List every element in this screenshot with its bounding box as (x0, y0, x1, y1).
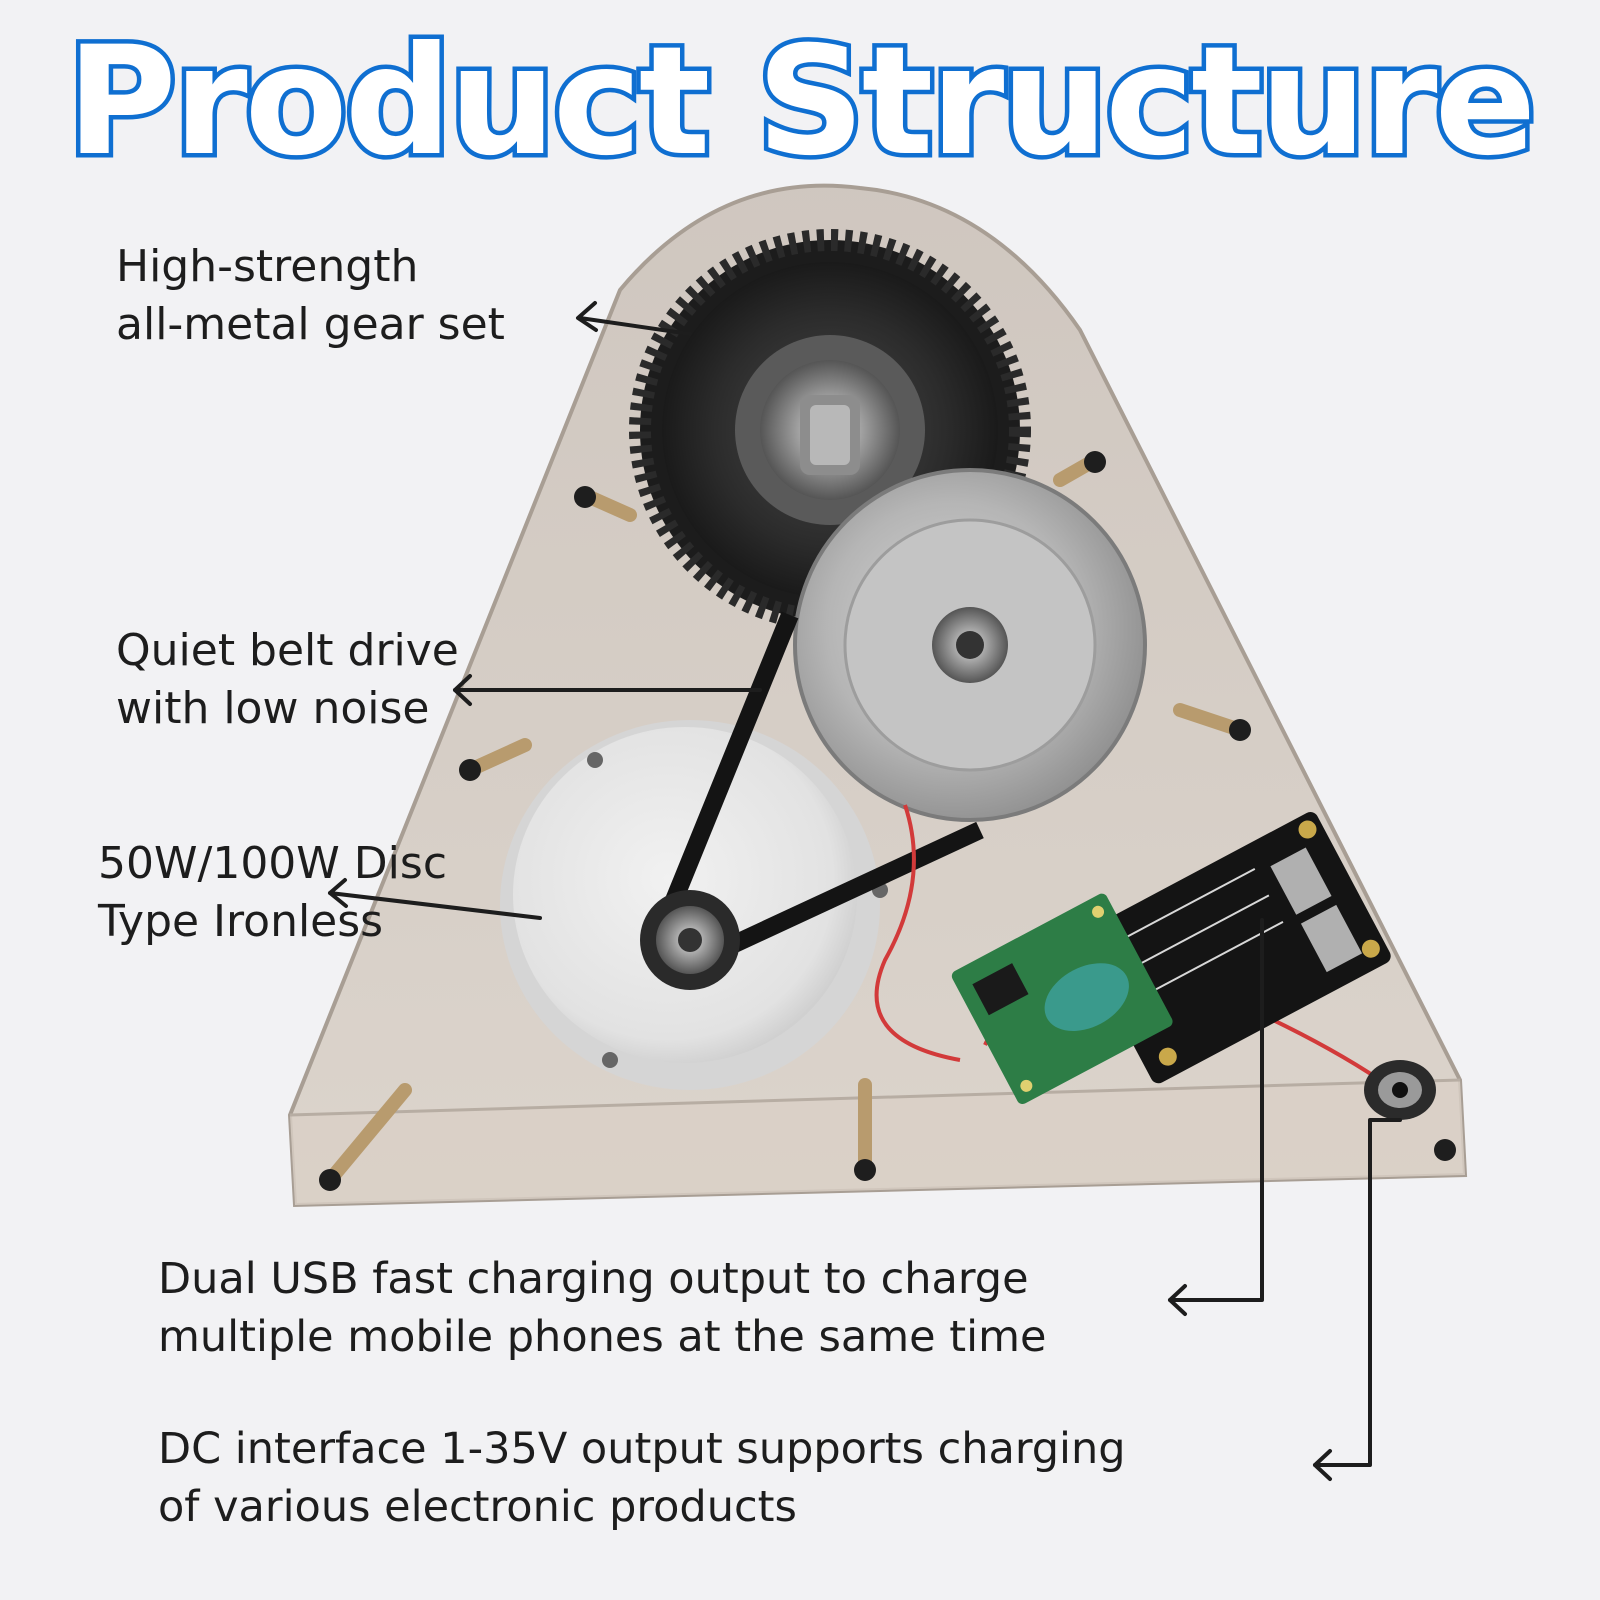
belt-pulley (793, 468, 1147, 822)
gear-arrow (576, 301, 692, 336)
belt-arrow (453, 674, 762, 706)
callout-belt-drive-line2: with low noise (116, 683, 430, 734)
callout-usb-output-line2: multiple mobile phones at the same time (158, 1312, 1047, 1362)
callout-motor-line2: Type Ironless (98, 896, 384, 947)
callout-dc-output-line2: of various electronic products (158, 1482, 797, 1532)
callout-gear-set: High-strength all-metal gear set (116, 238, 505, 354)
motor-shaft-bearing (640, 890, 740, 990)
page-title: Product Structure (62, 11, 1541, 194)
callout-belt-drive-line1: Quiet belt drive (116, 625, 459, 676)
callout-belt-drive: Quiet belt drive with low noise (116, 622, 459, 738)
callout-gear-set-line1: High-strength (116, 241, 419, 292)
callout-usb-output-line1: Dual USB fast charging output to charge (158, 1254, 1029, 1304)
callout-dc-output: DC interface 1-35V output supports charg… (158, 1420, 1126, 1536)
callout-motor-line1: 50W/100W Disc (98, 838, 448, 889)
callout-motor: 50W/100W Disc Type Ironless (98, 835, 447, 951)
dc-arrow (1313, 1118, 1402, 1481)
callout-usb-output: Dual USB fast charging output to charge … (158, 1250, 1046, 1366)
rectifier-board (951, 893, 1173, 1105)
motor-arrow (328, 878, 542, 920)
callout-gear-set-line2: all-metal gear set (116, 299, 505, 350)
usb-arrow (1168, 918, 1264, 1316)
callout-dc-output-line1: DC interface 1-35V output supports charg… (158, 1424, 1126, 1474)
screw-heads (319, 451, 1456, 1191)
dc-jack (1364, 1060, 1436, 1120)
